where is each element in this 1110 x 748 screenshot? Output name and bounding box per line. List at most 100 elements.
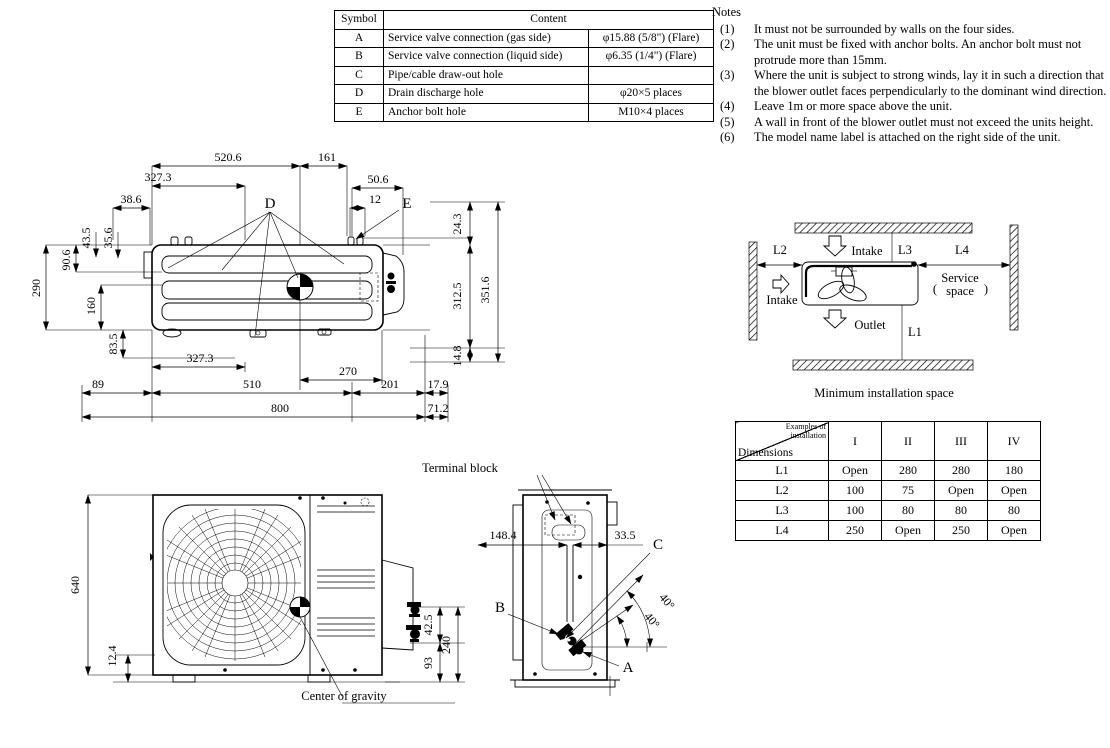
fan-grille-frame (162, 504, 306, 666)
cell: 75 (881, 480, 935, 501)
intake-arrow-left (772, 273, 790, 295)
cell: 80 (881, 500, 935, 521)
dim-201: 201 (381, 377, 399, 391)
table-row: D Drain discharge hole φ20×5 places (334, 84, 714, 104)
notes-section: Notes (1) It must not be surrounded by w… (712, 5, 1110, 146)
service-valves (406, 602, 421, 642)
screw (353, 668, 357, 672)
column-header: III (934, 421, 988, 461)
terminal-block-label: Terminal block (422, 461, 499, 475)
edge-mark (150, 553, 154, 561)
table-row: L1 Open 280 280 180 (735, 460, 1041, 481)
foot (307, 674, 331, 683)
handle-slot (551, 524, 586, 541)
drain-hole-leaders: D (167, 196, 345, 337)
l4-label: L4 (955, 243, 970, 257)
row-label: L4 (735, 520, 829, 541)
note-text: It must not be surrounded by walls on th… (754, 21, 1015, 36)
top-foot-bolt (184, 236, 193, 246)
content-header-cell: Content (383, 10, 714, 30)
note-text: Leave 1m or more space above the unit. (754, 99, 953, 113)
screw (593, 672, 597, 676)
note-number: (3) (720, 68, 735, 82)
service-space-label: Service space ( ) (933, 271, 988, 298)
symbol-cell: A (334, 28, 384, 49)
table-row: C Pipe/cable draw-out hole (334, 65, 714, 86)
center-of-gravity-symbol (286, 273, 314, 301)
side-unit-body (510, 489, 620, 696)
top-right-tab (606, 501, 618, 526)
spec-cell: φ6.35 (1/4") (Flare) (588, 47, 714, 67)
fan-hub (221, 569, 249, 597)
table-row: A Service valve connection (gas side) φ1… (334, 28, 714, 49)
angle-40-upper: 40° (656, 590, 678, 612)
note-number: (5) (720, 114, 735, 129)
diagram-caption: Minimum installation space (814, 386, 954, 400)
fan-grille (167, 509, 301, 661)
anchor-bolt-leader: E (355, 196, 412, 240)
note-text: The model name label is attached on the … (754, 130, 1061, 144)
inner-panel (541, 509, 593, 671)
installation-dimensions-table: Examples of installation Dimensions I II… (735, 421, 1041, 541)
symbol-cell: B (334, 47, 384, 67)
screw (321, 668, 325, 672)
table-row: B Service valve connection (liquid side)… (334, 47, 714, 67)
dim-520-6: 520.6 (215, 150, 242, 164)
note-number: (6) (720, 130, 735, 144)
dim-160: 160 (84, 297, 98, 315)
content-cell: Anchor bolt hole (383, 102, 589, 123)
dim-42-5: 42.5 (421, 615, 435, 636)
column-header: I (828, 421, 882, 461)
screw (533, 672, 537, 676)
front-unit-body: Center of gravity (113, 494, 455, 704)
table-row: E Anchor bolt hole M10×4 places (334, 102, 714, 123)
bottom-dimensions: 327.3 270 89 510 201 17.9 800 71.2 (81, 351, 449, 420)
cg-label: Center of gravity (301, 689, 387, 703)
label-C: C (653, 537, 663, 553)
knockout-mark (360, 497, 370, 507)
valve-cluster (555, 623, 587, 657)
intake-arrow-top (822, 235, 848, 257)
table-header-row: Examples of installation Dimensions I II… (735, 421, 1041, 461)
cell: Open (987, 480, 1041, 501)
bottom-wall (792, 359, 974, 371)
dim-270: 270 (339, 364, 357, 378)
dim-327-3-bottom: 327.3 (187, 351, 214, 365)
installation-space-diagram: Intake Intake Outlet L3 L2 L4 L1 Service… (748, 222, 1019, 400)
clearance-labels: Intake Intake Outlet L3 L2 L4 L1 Service… (756, 233, 1011, 360)
l2-label: L2 (773, 243, 787, 257)
top-view-drawing: D E (29, 150, 505, 422)
dim-240: 240 (439, 636, 453, 654)
pipe-angle-annotation: 40° 40° (571, 574, 678, 652)
terminal-block-callout: Terminal block (422, 461, 572, 525)
cell: Open (934, 480, 988, 501)
bottom-foot (317, 328, 332, 336)
anchor-bolt (347, 236, 355, 246)
service-valve (387, 285, 395, 293)
outlet-label: Outlet (854, 318, 886, 332)
label-E: E (402, 196, 411, 212)
dim-14-8: 14.8 (450, 346, 464, 367)
space-text: space (946, 284, 974, 298)
left-panel (512, 504, 524, 661)
unit-plan (801, 261, 919, 306)
symbol-table: Symbol Content A Service valve connectio… (334, 10, 714, 123)
bottom-foot (162, 328, 182, 338)
fan-motor (835, 266, 853, 277)
left-dimensions: 290 90.6 43.5 35.6 160 83.5 (29, 228, 126, 359)
screw (298, 496, 302, 500)
content-cell: Drain discharge hole (383, 84, 589, 104)
note-item: (5) A wall in front of the blower outlet… (712, 115, 1110, 131)
cell: Open (828, 460, 882, 481)
service-text: Service (941, 271, 979, 285)
corner-dimensions-label: Dimensions (738, 447, 793, 459)
note-item: (6) The model name label is attached on … (712, 130, 1110, 146)
cell: 100 (828, 500, 882, 521)
screw (321, 496, 325, 500)
dim-71-2: 71.2 (428, 401, 449, 415)
note-item: (4) Leave 1m or more space above the uni… (712, 99, 1110, 115)
note-text: Where the unit is subject to strong wind… (754, 68, 1107, 98)
dim-90-6: 90.6 (59, 250, 73, 271)
column-header: IV (987, 421, 1041, 461)
